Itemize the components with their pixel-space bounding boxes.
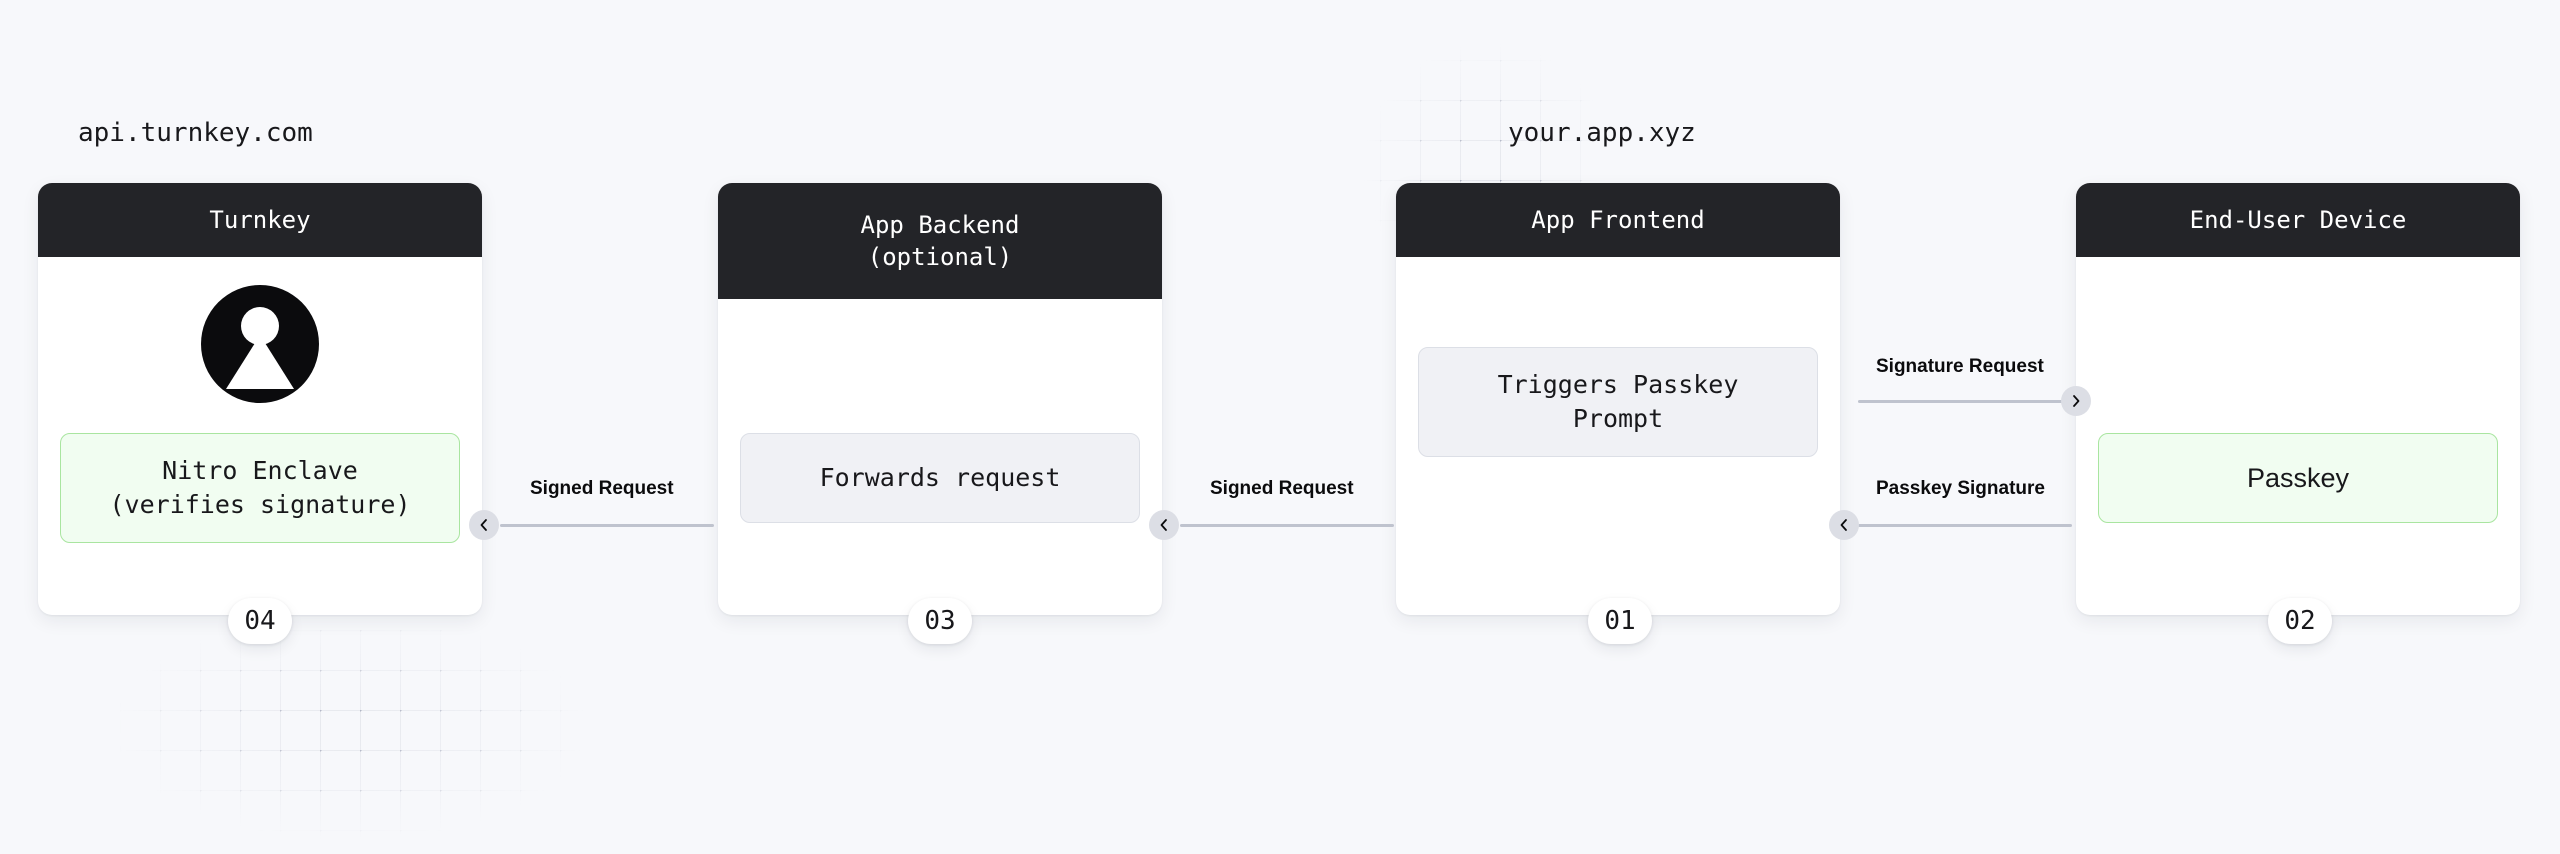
- app-domain-label: your.app.xyz: [1508, 118, 1696, 148]
- chip-forwards-request-line1: Forwards request: [819, 463, 1061, 492]
- edge-device-to-frontend-line: [1858, 524, 2072, 527]
- chip-forwards-request[interactable]: Forwards request: [740, 433, 1140, 523]
- edge-device-to-frontend-label: Passkey Signature: [1876, 478, 2045, 499]
- node-app-frontend-title: App Frontend: [1531, 205, 1705, 234]
- node-app-backend[interactable]: App Backend (optional) Forwards request: [718, 183, 1162, 615]
- node-turnkey-header: Turnkey: [38, 183, 482, 257]
- node-turnkey[interactable]: Turnkey Nitro Enclave (verifies signatur…: [38, 183, 482, 615]
- node-turnkey-title: Turnkey: [209, 205, 311, 234]
- api-domain-label: api.turnkey.com: [78, 118, 313, 148]
- node-app-frontend[interactable]: App Frontend Triggers Passkey Prompt: [1396, 183, 1840, 615]
- edge-backend-to-turnkey-label: Signed Request: [530, 478, 674, 499]
- badge-app-backend: 03: [908, 598, 972, 644]
- chip-passkey-line1: Passkey: [2246, 462, 2350, 493]
- badge-end-user-device: 02: [2268, 598, 2332, 644]
- node-turnkey-body: Nitro Enclave (verifies signature): [38, 257, 482, 615]
- chevron-right-icon[interactable]: [2061, 386, 2091, 416]
- chevron-left-icon[interactable]: [1829, 510, 1859, 540]
- edge-frontend-to-device-line: [1858, 400, 2072, 403]
- chevron-left-icon[interactable]: [1149, 510, 1179, 540]
- chevron-left-icon[interactable]: [469, 510, 499, 540]
- edge-frontend-to-backend-line: [1180, 524, 1394, 527]
- chip-triggers-passkey-prompt-line2: Prompt: [1572, 404, 1664, 433]
- node-app-backend-header: App Backend (optional): [718, 183, 1162, 299]
- node-app-backend-body: Forwards request: [718, 299, 1162, 615]
- node-app-frontend-body: Triggers Passkey Prompt: [1396, 257, 1840, 615]
- badge-turnkey: 04: [228, 598, 292, 644]
- edge-frontend-to-device-label: Signature Request: [1876, 356, 2044, 377]
- edge-frontend-to-backend-label: Signed Request: [1210, 478, 1354, 499]
- chip-nitro-enclave-line1: Nitro Enclave: [162, 456, 358, 485]
- badge-app-frontend: 01: [1588, 598, 1652, 644]
- edge-backend-to-turnkey-line: [500, 524, 714, 527]
- chip-nitro-enclave-line2: (verifies signature): [109, 490, 411, 519]
- node-end-user-device-title: End-User Device: [2189, 205, 2407, 234]
- node-end-user-device-header: End-User Device: [2076, 183, 2520, 257]
- node-end-user-device[interactable]: End-User Device Passkey: [2076, 183, 2520, 615]
- node-app-backend-title: App Backend: [860, 210, 1020, 239]
- chip-triggers-passkey-prompt-line1: Triggers Passkey: [1497, 370, 1739, 399]
- node-app-frontend-header: App Frontend: [1396, 183, 1840, 257]
- chip-passkey[interactable]: Passkey: [2098, 433, 2498, 523]
- chip-nitro-enclave[interactable]: Nitro Enclave (verifies signature): [60, 433, 460, 543]
- node-app-backend-subtitle: (optional): [867, 243, 1013, 271]
- chip-triggers-passkey-prompt[interactable]: Triggers Passkey Prompt: [1418, 347, 1818, 457]
- turnkey-keyhole-logo: [60, 257, 460, 403]
- node-end-user-device-body: Passkey: [2076, 257, 2520, 615]
